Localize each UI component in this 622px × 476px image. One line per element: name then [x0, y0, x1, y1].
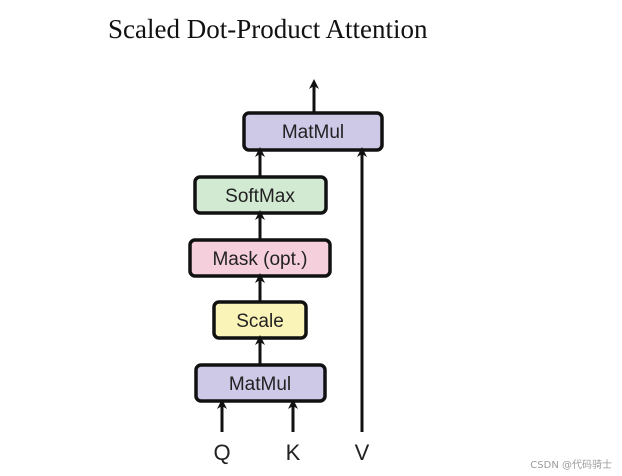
v-label: V	[355, 440, 370, 465]
diagram-title: Scaled Dot-Product Attention	[108, 14, 428, 44]
scale-label: Scale	[236, 311, 284, 332]
mask-block: Mask (opt.)	[188, 238, 332, 278]
matmul-bottom-box	[194, 363, 327, 403]
matmul-bottom-block: MatMul	[194, 363, 327, 403]
matmul-top-label: MatMul	[282, 122, 344, 143]
softmax-label: SoftMax	[225, 186, 295, 207]
matmul-bottom-label: MatMul	[229, 374, 291, 395]
mask-label: Mask (opt.)	[212, 249, 307, 270]
matmul-top-box	[242, 111, 384, 152]
k-label: K	[286, 440, 301, 465]
q-label: Q	[213, 440, 230, 465]
watermark: CSDN @代码骑士	[530, 458, 612, 471]
softmax-block: SoftMax	[193, 175, 328, 215]
matmul-top-block: MatMul	[242, 111, 384, 152]
scale-block: Scale	[212, 300, 308, 340]
